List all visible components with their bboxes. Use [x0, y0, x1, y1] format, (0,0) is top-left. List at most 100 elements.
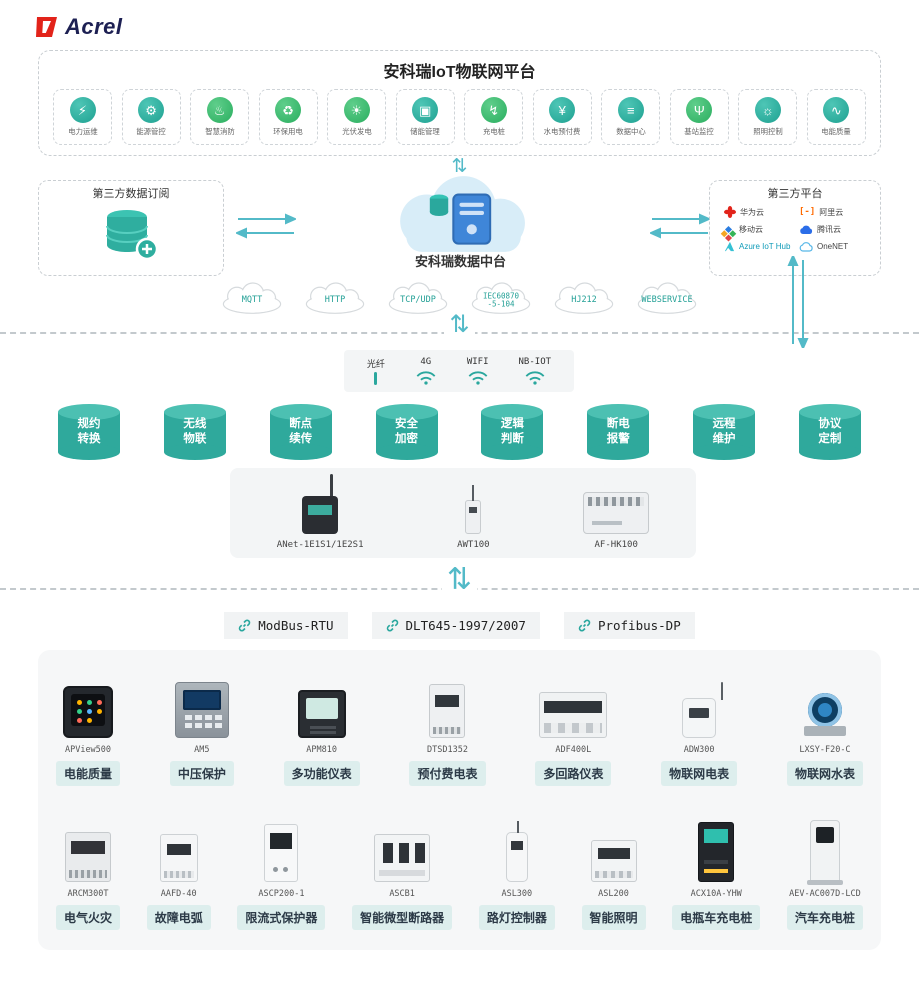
product-ascp200-1: ASCP200-1 限流式保护器 — [237, 818, 326, 930]
third-party-platform-box: 第三方平台 华为云 [-] 阿里云 移动云 腾讯云 Azure IoT Hub — [709, 180, 881, 276]
products-row-2: ARCM300T 电气火灾 AAFD-40 故障电弧 ASCP200-1 限流式… — [56, 818, 863, 930]
device-image-asl200 — [590, 840, 637, 882]
product-category-label: 多功能仪表 — [283, 761, 360, 786]
device-image-adf400l — [539, 692, 608, 738]
wifi-icon — [416, 370, 436, 386]
device-image-arcm300t — [65, 832, 111, 882]
fire-safety-icon: ♨ — [206, 97, 233, 123]
protocol-clouds-row: MQTT HTTP TCP/UDP IEC60870 -5-104 HJ212 … — [0, 282, 919, 316]
app-power-om: ⚡电力运维 — [53, 89, 112, 145]
gateway-awt100: AWT100 — [457, 485, 490, 550]
device-image-afhk100 — [583, 492, 650, 534]
features-row: 规约 转换 无线 物联 断点 续传 安全 加密 逻辑 判断 断电 报警 远程 维… — [58, 404, 861, 460]
huawei-cloud-icon — [724, 206, 736, 218]
device-image-am5 — [174, 682, 229, 738]
app-power-quality: ∿电能质量 — [806, 89, 866, 145]
product-apm810: APM810 多功能仪表 — [283, 674, 360, 786]
link-icon — [578, 619, 591, 632]
data-hub-label: 安科瑞数据中台 — [414, 254, 506, 269]
product-model: ASCB1 — [389, 889, 415, 899]
app-pv: ☀光伏发电 — [327, 89, 387, 145]
mobile-cloud-icon — [724, 225, 733, 234]
device-image-apm810 — [297, 690, 346, 738]
product-acx10a-yhw: ACX10A-YHW 电瓶车充电桩 — [672, 818, 761, 930]
third-party-platform-title: 第三方平台 — [767, 188, 823, 200]
product-model: AEV-AC007D-LCD — [789, 889, 861, 899]
gateway-anet: ANet-1E1S1/1E2S1 — [277, 474, 364, 550]
feature-wireless-iot: 无线 物联 — [163, 404, 226, 460]
logo-text: Acrel — [65, 14, 123, 39]
connectivity-bar: 光纤 4G WIFI NB-IOT — [344, 350, 574, 392]
device-image-asl300 — [505, 821, 528, 882]
ali-cloud-icon: [-] — [799, 207, 816, 217]
device-image-ascp200-1 — [264, 824, 299, 882]
device-image-awt100 — [465, 485, 482, 534]
connectivity-4g: 4G — [415, 357, 437, 386]
product-asl200: ASL200 智能照明 — [581, 818, 646, 930]
protocol-cloud-tcpudp: TCP/UDP — [381, 282, 455, 316]
protocol-cloud-iec60870: IEC60870 -5-104 — [464, 282, 538, 316]
device-image-lxsy-f20-c — [803, 692, 846, 738]
base-station-icon: Ψ — [686, 97, 713, 123]
connectivity-fiber: 光纤 — [367, 357, 385, 385]
product-category-label: 汽车充电桩 — [786, 905, 863, 930]
product-model: ADW300 — [683, 745, 715, 755]
product-am5: AM5 中压保护 — [169, 674, 234, 786]
connectivity-wifi: WIFI — [467, 357, 489, 386]
feature-resume-transfer: 断点 续传 — [269, 404, 332, 460]
acrel-logo: Acrel — [36, 14, 123, 40]
product-model: ARCM300T — [67, 889, 109, 899]
platform-huawei-cloud: 华为云 — [724, 206, 795, 218]
device-image-apview500 — [63, 686, 113, 738]
product-model: ASL300 — [501, 889, 533, 899]
device-image-adw300 — [682, 682, 724, 738]
wifi-icon — [525, 370, 545, 386]
onenet-cloud-icon — [799, 241, 813, 252]
product-model: LXSY-F20-C — [799, 745, 851, 755]
middle-row: 第三方数据订阅 — [38, 176, 881, 276]
feature-custom-protocol: 协议 定制 — [798, 404, 861, 460]
iot-platform-panel: 安科瑞IoT物联网平台 ⚡电力运维 ⚙能源管控 ♨智慧消防 ♻环保用电 ☀光伏发… — [38, 50, 881, 156]
product-model: APView500 — [64, 745, 112, 755]
platform-azure-iot-hub: Azure IoT Hub — [724, 241, 795, 252]
connectivity-nbiot: NB-IOT — [519, 357, 551, 386]
product-model: ASCP200-1 — [258, 889, 305, 899]
feature-logic-judge: 逻辑 判断 — [481, 404, 544, 460]
app-ev-charging: ↯充电桩 — [464, 89, 524, 145]
chip-dlt645: DLT645-1997/2007 — [371, 612, 540, 639]
app-prepay: ¥水电预付费 — [532, 89, 592, 145]
product-category-label: 故障电弧 — [146, 905, 211, 930]
subscription-title: 第三方数据订阅 — [92, 188, 170, 200]
product-category-label: 物联网水表 — [786, 761, 863, 786]
power-om-icon: ⚡ — [69, 97, 96, 123]
storage-icon: ▣ — [412, 97, 439, 123]
ev-charging-icon: ↯ — [480, 97, 507, 123]
prepay-icon: ¥ — [549, 97, 576, 123]
feature-remote-maintain: 远程 维护 — [693, 404, 756, 460]
fiber-icon — [374, 372, 378, 385]
product-category-label: 限流式保护器 — [237, 905, 326, 930]
gateway-afhk100: AF-HK100 — [583, 492, 650, 550]
product-category-label: 电能质量 — [56, 761, 121, 786]
database-subscribe-icon — [106, 210, 159, 261]
product-arcm300t: ARCM300T 电气火灾 — [56, 818, 121, 930]
product-category-label: 多回路仪表 — [535, 761, 612, 786]
product-model: AAFD-40 — [160, 889, 197, 899]
platform-title: 安科瑞IoT物联网平台 — [383, 64, 536, 81]
device-image-anet — [302, 474, 339, 534]
data-hub-cloud: 安科瑞数据中台 — [368, 170, 553, 270]
chip-modbus-rtu: ModBus-RTU — [224, 612, 348, 639]
right-vertical-arrows — [787, 256, 809, 348]
app-eco-power: ♻环保用电 — [258, 89, 318, 145]
protocol-cloud-http: HTTP — [298, 282, 372, 316]
product-aafd-40: AAFD-40 故障电弧 — [146, 818, 211, 930]
product-category-label: 电气火灾 — [56, 905, 121, 930]
product-model: AM5 — [194, 745, 210, 755]
device-image-aev-ac007d-lcd — [806, 820, 843, 885]
link-icon — [386, 619, 398, 632]
updown-arrow-divider2: ⇅ — [0, 565, 919, 595]
product-model: ADF400L — [555, 745, 592, 755]
product-dtsd1352: DTSD1352 预付费电表 — [409, 674, 486, 786]
product-category-label: 路灯控制器 — [478, 905, 555, 930]
